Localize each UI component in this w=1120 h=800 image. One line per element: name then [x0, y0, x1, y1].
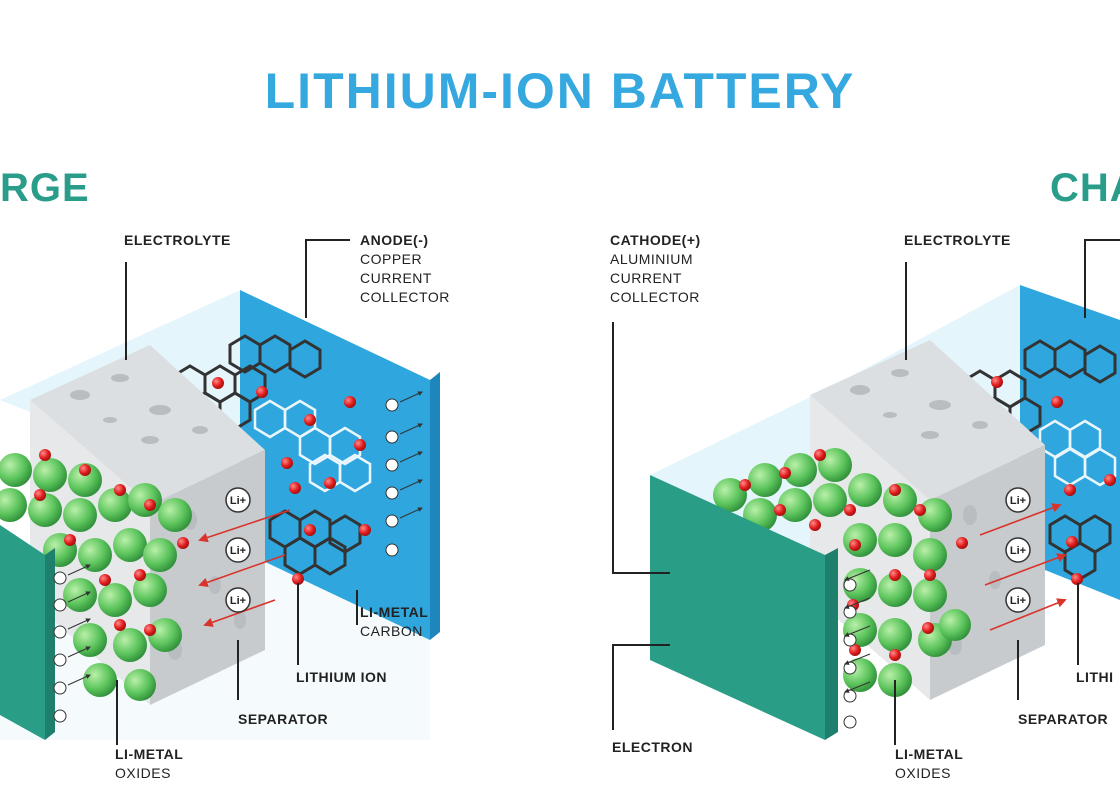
right-battery: Li+ Li+ Li+: [612, 239, 1120, 745]
right-carbon-lattice: [933, 339, 1117, 581]
li-ion-badge: Li+: [1010, 545, 1026, 557]
left-cathode-plate: [0, 525, 45, 740]
charge-section-title: CHA: [1050, 166, 1120, 210]
right-callout-lines: [612, 239, 1120, 745]
left-limetal-oxides-label: LI-METAL OXIDES: [115, 746, 184, 781]
right-cathode-plate: [650, 475, 825, 740]
right-electron-label: ELECTRON: [612, 739, 693, 755]
left-lithium-ions: [34, 377, 371, 636]
left-li-badges: Li+ Li+ Li+: [225, 487, 251, 613]
left-separator: [30, 345, 265, 505]
left-lithium-ion-label: LITHIUM ION: [296, 669, 388, 685]
li-ion-badge: Li+: [230, 545, 246, 557]
right-limetal-oxides-label: LI-METAL OXIDES: [895, 746, 964, 781]
left-callout-lines: [116, 239, 358, 745]
left-limetal-carbon-label: LI-METAL CARBON: [360, 604, 429, 639]
right-separator: [810, 340, 1045, 500]
left-anode-label: ANODE(-) COPPER CURRENT COLLECTOR: [360, 232, 450, 305]
left-separator-label: SEPARATOR: [238, 711, 329, 727]
right-electrolyte-label: ELECTROLYTE: [904, 232, 1011, 248]
left-anode-electrons: [385, 391, 423, 557]
right-lithium-ions: [739, 376, 1116, 661]
right-cathode-label: CATHODE(+) ALUMINIUM CURRENT COLLECTOR: [610, 232, 701, 305]
right-lithium-ion-label: LITHI: [1076, 669, 1114, 685]
page-title: LITHIUM-ION BATTERY: [264, 63, 856, 119]
left-anode-plate: [240, 290, 430, 640]
right-cathode-electrons: [843, 569, 871, 729]
li-ion-badge: Li+: [230, 595, 246, 607]
left-battery: Li+ Li+ Li+: [0, 239, 440, 745]
li-ion-badge: Li+: [230, 495, 246, 507]
li-ion-badge: Li+: [1010, 595, 1026, 607]
left-cathode-electrons: [53, 564, 91, 723]
right-ion-arrows: [979, 503, 1067, 631]
li-ion-badge: Li+: [1010, 495, 1026, 507]
right-li-badges: Li+ Li+ Li+: [1005, 487, 1031, 613]
right-separator-label: SEPARATOR: [1018, 711, 1109, 727]
discharge-section-title: RGE: [0, 166, 90, 210]
left-electrolyte-label: ELECTROLYTE: [124, 232, 231, 248]
